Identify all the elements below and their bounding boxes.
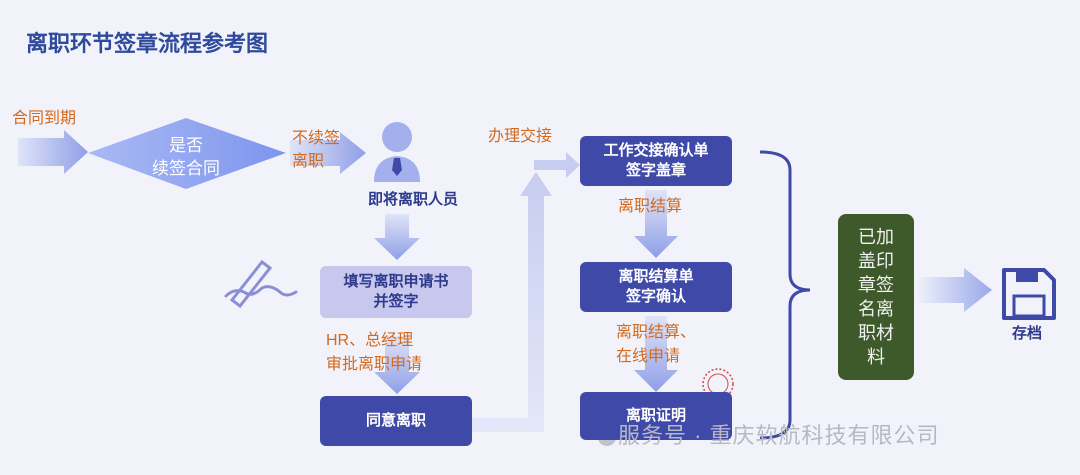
- fill-form-line-2: 并签字: [373, 293, 419, 310]
- down-arrow-3: [634, 190, 678, 258]
- stamped-materials-box: 已加 盖印 章签 名离 职材 料: [838, 214, 914, 380]
- label-settle-online-1: 离职结算、: [616, 324, 697, 341]
- page-title: 离职环节签章流程参考图: [26, 31, 269, 56]
- settle-line-2: 签字确认: [625, 288, 686, 305]
- down-arrow-2: [374, 336, 420, 394]
- entry-arrow: [18, 130, 88, 174]
- person-label: 即将离职人员: [367, 191, 458, 208]
- up-connector-arrow: [472, 172, 552, 432]
- decision-line-2: 续签合同: [152, 159, 220, 178]
- label-not-renew-1: 不续签: [292, 130, 341, 147]
- agree-box: 同意离职: [320, 396, 472, 446]
- settle-line-1: 离职结算单: [618, 268, 694, 285]
- stamped-line-5: 职材: [858, 323, 894, 343]
- label-not-renew-2: 离职: [292, 153, 325, 170]
- label-contract-expire: 合同到期: [12, 110, 77, 127]
- floppy-disk-icon: [1002, 268, 1056, 320]
- decision-line-1: 是否: [169, 136, 203, 155]
- person-icon: [374, 122, 420, 182]
- right-bracket: [759, 150, 811, 440]
- stamped-line-4: 名离: [858, 299, 894, 319]
- down-arrow-1: [374, 214, 420, 260]
- label-hr-1: HR、总经理: [326, 332, 414, 349]
- archive-arrow: [918, 268, 992, 312]
- fill-form-line-1: 填写离职申请书: [343, 273, 449, 290]
- settle-box: 离职结算单 签字确认: [580, 262, 732, 312]
- certificate-text: 离职证明: [625, 407, 686, 424]
- label-handover: 办理交接: [488, 128, 553, 145]
- handover-line-2: 签字盖章: [625, 162, 686, 179]
- stamped-line-3: 章签: [858, 275, 894, 295]
- not-renew-arrow: [290, 132, 366, 174]
- stamped-line-2: 盖印: [858, 251, 894, 271]
- down-arrow-4: [634, 316, 678, 392]
- decision-text: 是否 续签合同: [136, 134, 236, 180]
- archive-label: 存档: [1011, 325, 1042, 342]
- label-settlement: 离职结算: [618, 198, 683, 215]
- handover-arrow: [534, 152, 580, 178]
- pen-signature-icon: [224, 259, 298, 309]
- certificate-box: 离职证明: [580, 392, 732, 440]
- watermark-text: 服务号 · 重庆软航科技有限公司: [618, 423, 940, 448]
- agree-text: 同意离职: [365, 412, 426, 429]
- label-hr-2: 审批离职申请: [326, 356, 423, 373]
- label-settle-online-2: 在线申请: [616, 348, 681, 365]
- handover-box: 工作交接确认单 签字盖章: [580, 136, 732, 186]
- stamped-line-1: 已加: [858, 227, 894, 247]
- decision-diamond: [88, 118, 286, 189]
- handover-line-1: 工作交接确认单: [603, 142, 709, 159]
- fill-form-box: 填写离职申请书 并签字: [320, 266, 472, 318]
- stamped-line-6: 料: [867, 347, 885, 367]
